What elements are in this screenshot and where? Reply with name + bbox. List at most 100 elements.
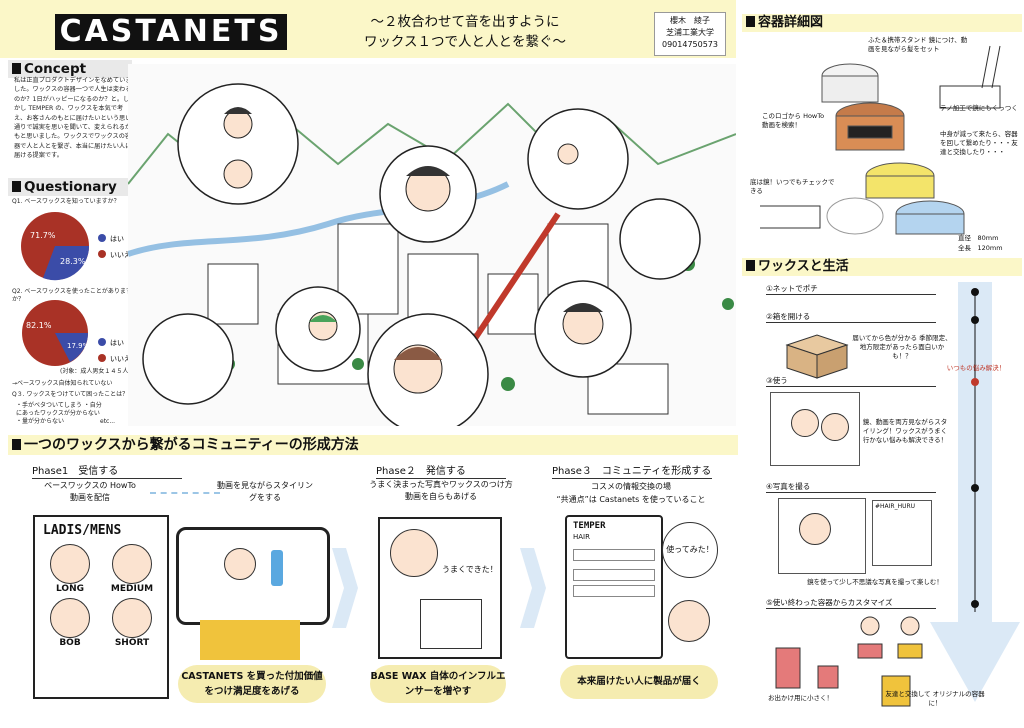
phase1-title: Phase1 受信する bbox=[32, 465, 182, 479]
phase2-pill: BASE WAX 自体のインフルエンサーを増やす bbox=[370, 665, 506, 703]
hairstyle-medium[interactable]: MEDIUM bbox=[103, 544, 161, 594]
q2-pie-yes bbox=[55, 333, 88, 362]
community-heading: 一つのワックスから繋がるコミュニティーの形成方法 bbox=[8, 435, 738, 455]
hairstyle-long[interactable]: LONG bbox=[41, 544, 99, 594]
container-base bbox=[760, 205, 821, 229]
timeline-arrow bbox=[930, 282, 1020, 702]
q1-yes-label: 28.3% bbox=[60, 257, 86, 266]
q2-no-label: 82.1% bbox=[26, 321, 52, 330]
concept-body: 私は正直プロダクトデザインをなめていました。ワックスの容器一つで人生は変わるのか… bbox=[14, 77, 132, 160]
phase1-desc-2: 動画を見ながらスタイリングをする bbox=[217, 481, 313, 502]
phase3-pill: 本来届けたい人に製品が届く bbox=[560, 665, 718, 699]
timeline-dot-2 bbox=[971, 316, 979, 324]
phase1-pill: CASTANETS を買った付加価値をつけ満足度をあげる bbox=[178, 665, 326, 703]
q1-no-label: 71.7% bbox=[30, 231, 56, 240]
question-3-answers: ・手がベタついてしまう ・自分にあったワックスが分からない ・量が分からない bbox=[16, 402, 102, 425]
mirror-base bbox=[200, 620, 300, 660]
subtitle-line-2: ワックス１つで人と人とを繋ぐ～ bbox=[363, 34, 567, 50]
hairstyle-short[interactable]: SHORT bbox=[103, 598, 161, 648]
author-school: 芝浦工業大学 bbox=[666, 28, 714, 37]
life-step-5-note-2: 友達と交換して オリジナルの容器に！ bbox=[885, 690, 985, 707]
phase2-photo-face bbox=[390, 529, 438, 577]
life-step-2-note: 届いてから色が分かる 季節限定、地方限定があったら面白いかも！？ bbox=[852, 334, 952, 360]
phase1-dashed-arrow bbox=[150, 492, 220, 494]
phase3-bubble: 使ってみた！ bbox=[662, 522, 718, 578]
hairstyle-grid: LONG MEDIUM BOB SHORT bbox=[35, 538, 167, 654]
container-height: 全長 120mm bbox=[958, 244, 1003, 252]
q1-legend-yes-dot bbox=[98, 234, 106, 242]
phase-arrow-2 bbox=[520, 548, 546, 628]
container-detail-heading: 容器詳細図 bbox=[742, 14, 1022, 32]
phase-arrow-1 bbox=[332, 548, 358, 628]
life-step-3: ③使う bbox=[766, 376, 936, 387]
video-person-face bbox=[224, 548, 256, 580]
questionary-heading: Questionary bbox=[8, 178, 132, 196]
author-phone: 09014750573 bbox=[662, 40, 718, 49]
author-box: 櫻木 綾子 芝浦工業大学 09014750573 bbox=[654, 12, 726, 56]
phase3-card-title: TEMPER bbox=[573, 521, 606, 531]
town-illustration bbox=[128, 64, 736, 426]
container-note-bottom: 底は鏡！いつでもチェックできる bbox=[750, 178, 835, 195]
question-2: Q2. ベースワックスを使ったことがありますか？ bbox=[12, 288, 132, 303]
phase3-person-face bbox=[668, 600, 710, 642]
opened-box-icon bbox=[785, 334, 849, 379]
step3-illustration bbox=[770, 392, 860, 466]
life-step-4-note: 鏡を使って少し不思議な写真を撮って楽しむ！ bbox=[807, 578, 943, 586]
container-note-logo: このロゴから HowTo 動画を検索！ bbox=[762, 112, 825, 129]
q2-legend-yes-dot bbox=[98, 338, 106, 346]
phone-video-frame bbox=[176, 527, 330, 625]
q1-legend-no: いいえ bbox=[110, 251, 131, 259]
phase3-title: Phase３ コミュニティを形成する bbox=[552, 466, 712, 479]
phase2-bubble: うまくできた！ bbox=[442, 565, 498, 574]
phase2-desc: うまく決まった写真やワックスのつけ方動画を自らもあげる bbox=[369, 480, 513, 501]
life-step-5-note-1: お出かけ用に小さく！ bbox=[768, 694, 833, 702]
portrait-hair bbox=[224, 107, 603, 360]
q2-yes-label: 17.9% bbox=[67, 342, 90, 350]
phase2-video-thumb bbox=[420, 599, 482, 649]
life-step-2: ②箱を開ける bbox=[766, 312, 936, 323]
container-note-middle: 中身が減って来たら、容器を回して繋めたり・・・友達と交換したり・・・ bbox=[940, 130, 1018, 156]
phase1-style-card: LADIS/MENS LONG MEDIUM BOB SHORT bbox=[33, 515, 169, 699]
customized-containers bbox=[775, 616, 923, 707]
q1-legend-yes: はい bbox=[110, 235, 124, 243]
life-step-1: ①ネットでポチ bbox=[766, 284, 936, 295]
app-post-1 bbox=[573, 549, 655, 561]
timeline-dot-1 bbox=[971, 288, 979, 296]
castanets-logo: CASTANETS bbox=[55, 14, 287, 50]
answers-etc: etc... bbox=[100, 418, 116, 425]
page-subtitle: ～２枚合わせて音を出すように ワックス１つで人と人とを繋ぐ～ bbox=[290, 12, 640, 52]
step4-mirror-photo bbox=[778, 498, 866, 574]
container-diameter: 直径 80mm bbox=[958, 234, 999, 242]
life-heading: ワックスと生活 bbox=[742, 258, 1022, 276]
q2-legend-yes: はい bbox=[110, 339, 124, 347]
q1-pie-chart: 71.7% 28.3% はい いいえ bbox=[21, 212, 131, 281]
life-step-3-note: 鏡、動画を両方見ながらスタイリング！ワックスがうまく行かない悩みも解決できる！ bbox=[862, 418, 948, 444]
timeline-dot-3 bbox=[971, 378, 979, 386]
subtitle-line-1: ～２枚合わせて音を出すように bbox=[370, 14, 560, 30]
life-step-5: ⑤使い終わった容器からカスタマイズ bbox=[766, 598, 936, 609]
app-post-2 bbox=[573, 569, 655, 581]
survey-note: (対象：成人男女１４５人) bbox=[60, 368, 131, 375]
survey-result: →ベースワックス自体知られていない bbox=[12, 380, 113, 387]
q2-pie-chart: 82.1% 17.9% はい いいえ bbox=[22, 300, 131, 366]
q1-pie-yes bbox=[43, 246, 90, 281]
wax-can-icon bbox=[271, 550, 283, 586]
pain-solved-label: いつもの悩み解決！ bbox=[946, 364, 1006, 372]
hairstyle-bob[interactable]: BOB bbox=[41, 598, 99, 648]
container-rings bbox=[821, 63, 965, 235]
q2-legend-no: いいえ bbox=[110, 355, 131, 363]
question-3: Q３. ワックスをつけていて困ったことは？ bbox=[12, 391, 129, 398]
q1-legend-no-dot bbox=[98, 250, 106, 258]
life-step-4: ④写真を撮る bbox=[766, 482, 936, 493]
container-exploded-view bbox=[760, 45, 1001, 235]
timeline-dot-5 bbox=[971, 600, 979, 608]
phase1-desc-1: ベースワックスの HowTo 動画を配信 bbox=[44, 481, 136, 502]
phone-stand bbox=[939, 45, 1001, 109]
mirror-bottom bbox=[826, 197, 884, 235]
step4-post-card: #HAIR_HURU bbox=[872, 500, 932, 566]
container-note-top: ふた＆携帯スタンド 鏡につけ、動画を見ながら髪をセット bbox=[868, 36, 968, 53]
question-1: Q1. ベースワックスを知っていますか？ bbox=[12, 198, 120, 205]
author-name: 櫻木 綾子 bbox=[670, 16, 710, 25]
timeline-dot-4 bbox=[971, 484, 979, 492]
phase3-desc-2: “共通点”は Castanets を使っていること bbox=[556, 495, 706, 504]
